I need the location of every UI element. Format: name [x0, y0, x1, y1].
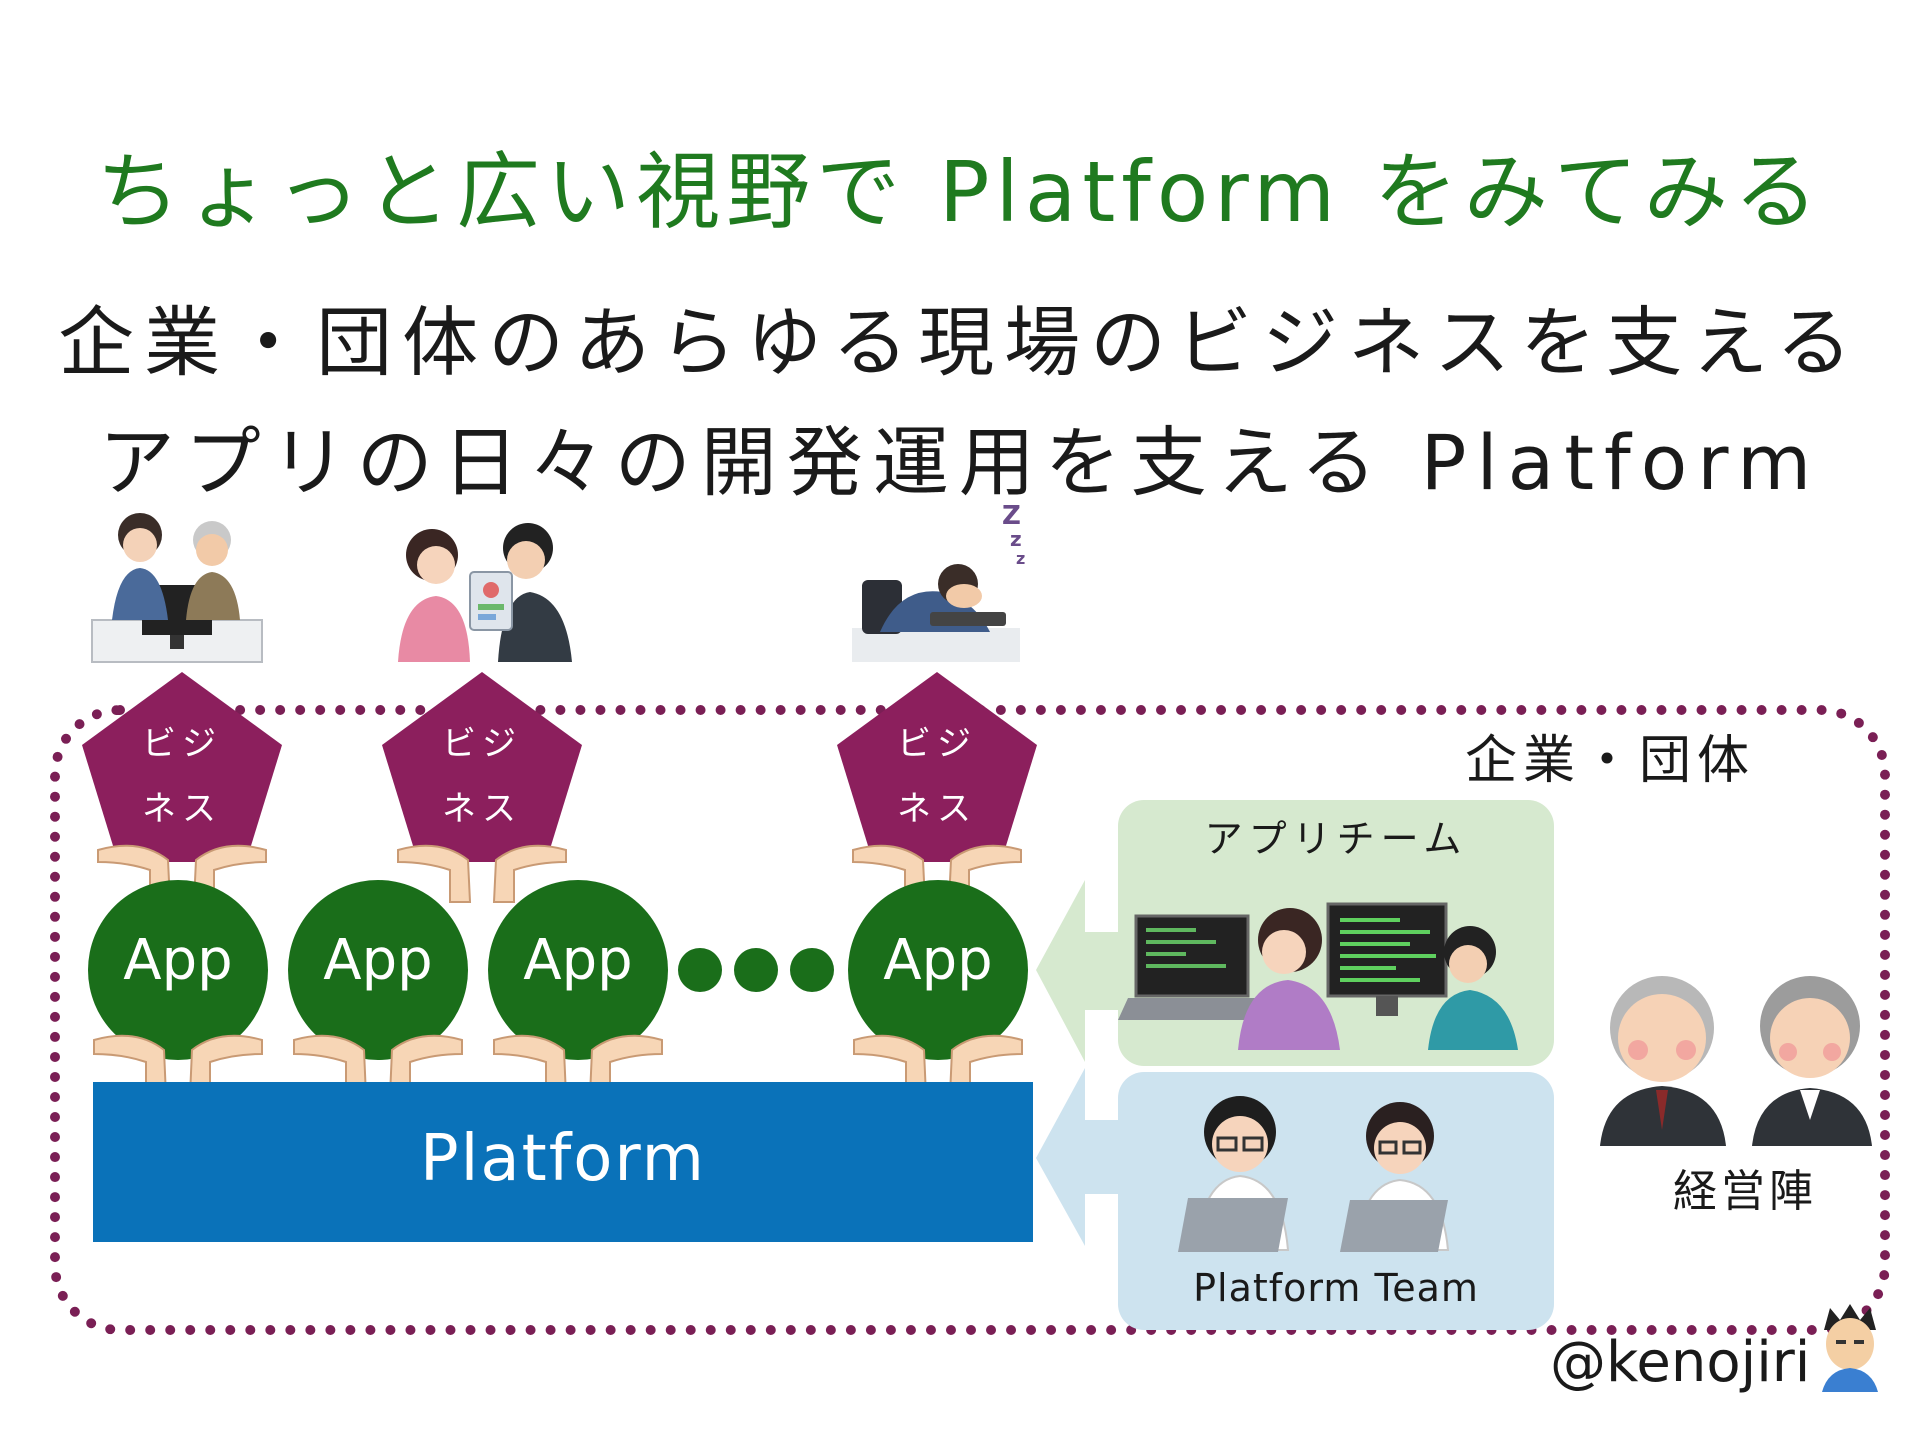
business-people-icon — [91, 513, 263, 663]
business-label: ビジ ネス — [897, 724, 977, 829]
app-label: App — [883, 928, 993, 993]
app-label: App — [123, 928, 233, 993]
hands-icon — [93, 1034, 1023, 1097]
svg-text:z: z — [1016, 549, 1025, 568]
author-avatar-icon — [1822, 1304, 1878, 1392]
executives-label: 経営陣 — [1673, 1166, 1817, 1217]
app-label: App — [523, 928, 633, 993]
business-node — [382, 672, 582, 862]
app-node — [288, 880, 468, 1060]
organization-label: 企業・団体 — [1464, 731, 1755, 791]
svg-text:z: z — [1010, 527, 1022, 551]
platform-team-label: Platform Team — [1193, 1266, 1479, 1310]
platform-bar — [93, 1082, 1033, 1242]
author-handle: @kenojiri — [1550, 1330, 1811, 1395]
app-label: App — [323, 928, 433, 993]
app-node — [848, 880, 1028, 1060]
app-team-arrow — [1036, 880, 1118, 1062]
ellipsis-dot — [790, 948, 834, 992]
ellipsis-dot — [734, 948, 778, 992]
platform-label: Platform — [420, 1122, 706, 1196]
platform-team-arrow — [1036, 1068, 1118, 1246]
slide-title: ちょっと広い視野で Platform をみてみる — [96, 143, 1824, 241]
svg-text:Z: Z — [1002, 501, 1021, 531]
app-node — [88, 880, 268, 1060]
app-team-label: アプリチーム — [1204, 817, 1468, 861]
ellipsis-dot — [678, 948, 722, 992]
app-developers-icon — [1118, 902, 1518, 1050]
executives-icon — [1600, 976, 1872, 1146]
app-node — [488, 880, 668, 1060]
business-node — [837, 672, 1037, 862]
platform-engineers-icon — [1178, 1096, 1450, 1252]
business-label: ビジ ネス — [442, 724, 522, 829]
business-label: ビジ ネス — [142, 724, 222, 829]
subtitle-line-1: 企業・団体のあらゆる現場のビジネスを支える — [58, 298, 1862, 387]
sleeping-icon: Z z z — [852, 501, 1025, 662]
subtitle-line-2: アプリの日々の開発運用を支える Platform — [98, 418, 1822, 507]
business-people-icon — [398, 523, 572, 662]
business-node — [82, 672, 282, 862]
